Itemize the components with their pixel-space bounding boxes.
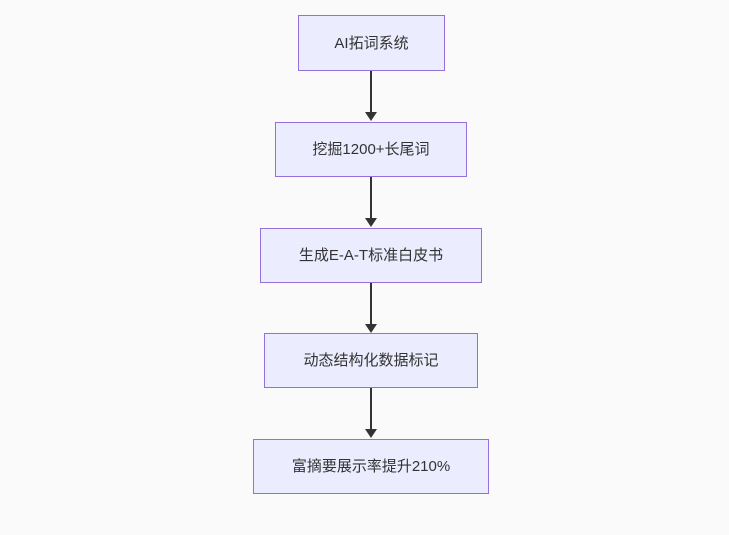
flowchart-edge-3 (365, 283, 377, 333)
arrow-line (370, 71, 372, 113)
flowchart-node-rich-snippet-result: 富摘要展示率提升210% (253, 439, 489, 494)
node-label: 挖掘1200+长尾词 (312, 141, 430, 158)
flowchart-edge-2 (365, 177, 377, 227)
flowchart-node-ai-system: AI拓词系统 (298, 15, 445, 71)
node-label: AI拓词系统 (334, 34, 409, 52)
arrow-line (370, 283, 372, 325)
flowchart-node-eat-whitepaper: 生成E-A-T标准白皮书 (260, 228, 482, 283)
arrow-line (370, 388, 372, 430)
flowchart-node-longtail-words: 挖掘1200+长尾词 (275, 122, 467, 177)
node-label: 富摘要展示率提升210% (291, 458, 451, 475)
node-label: 生成E-A-T标准白皮书 (298, 247, 444, 264)
arrow-line (370, 177, 372, 219)
node-label: 动态结构化数据标记 (303, 352, 439, 369)
arrowhead-down-icon (365, 112, 377, 121)
flowchart-node-structured-data: 动态结构化数据标记 (264, 333, 478, 388)
arrowhead-down-icon (365, 429, 377, 438)
flowchart-edge-4 (365, 388, 377, 438)
flowchart-edge-1 (365, 71, 377, 121)
arrowhead-down-icon (365, 324, 377, 333)
arrowhead-down-icon (365, 218, 377, 227)
